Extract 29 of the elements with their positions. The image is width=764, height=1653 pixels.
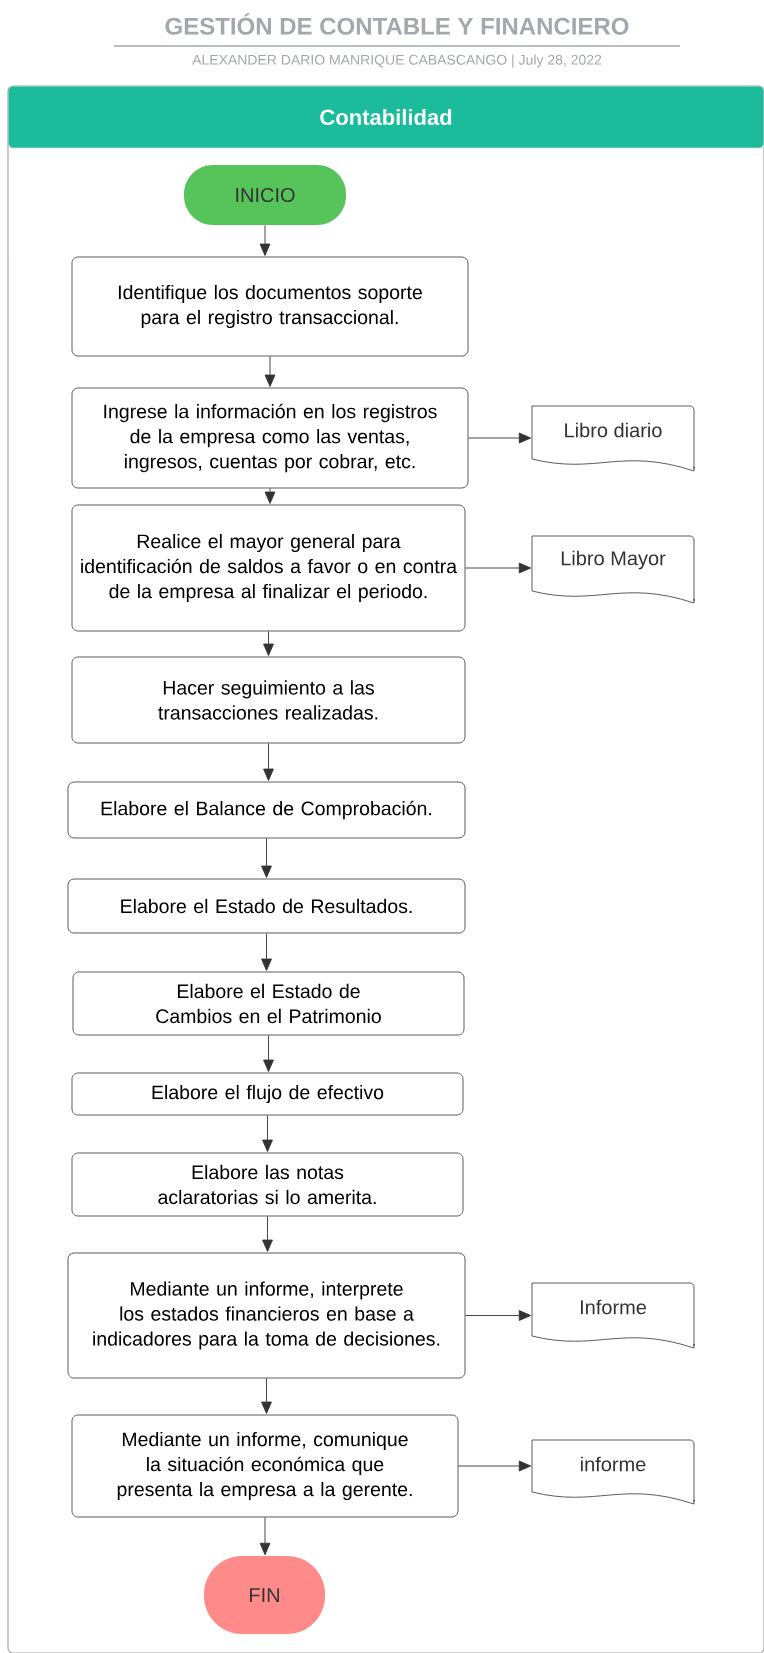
title: GESTIÓN DE CONTABLE Y FINANCIERO <box>165 13 629 35</box>
arrow <box>264 487 276 504</box>
arrow <box>263 742 274 781</box>
arrow <box>464 562 532 574</box>
process-box: Hacer seguimiento a las transacciones realizadas. <box>71 656 466 744</box>
process-box: Elabore el Estado de Resultados. <box>67 878 466 934</box>
arrow <box>262 1215 273 1252</box>
arrow <box>262 1114 273 1152</box>
arrow <box>264 355 276 387</box>
process-box: Elabore las notas aclaratorias si lo amerita. <box>71 1152 464 1217</box>
arrow <box>457 1460 532 1472</box>
arrow <box>464 1310 532 1321</box>
process-box: Elabore el flujo de efectivo <box>71 1072 464 1116</box>
arrow <box>261 837 272 878</box>
arrow <box>261 1377 272 1414</box>
arrow <box>259 1516 271 1556</box>
subtitle: ALEXANDER DARIO MANRIQUE CABASCANGO | July 28, 2022 <box>192 54 602 68</box>
process-box: Mediante un informe, comunique la situación económica que presenta la empresa a la gerente. <box>71 1414 459 1518</box>
process-box: Mediante un informe, interprete los estados financieros en base a indicadores para la toma de decisiones. <box>67 1252 466 1379</box>
arrow <box>263 1034 274 1072</box>
arrow <box>261 932 272 971</box>
process-box: Realice el mayor general para identificación de saldos a favor o en contra de la empresa al finalizar el periodo. <box>71 504 466 632</box>
arrow <box>467 432 532 444</box>
process-box: Elabore el Balance de Comprobación. <box>67 781 466 839</box>
arrow <box>263 630 274 656</box>
process-box: Identifique los documentos soporte para el registro transaccional. <box>71 256 469 357</box>
process-box: Ingrese la información en los registros de la empresa como las ventas, ingresos, cuentas por cobrar, etc. <box>71 387 469 489</box>
arrow <box>259 224 271 256</box>
process-box: Elabore el Estado de Cambios en el Patrimonio <box>72 971 465 1036</box>
